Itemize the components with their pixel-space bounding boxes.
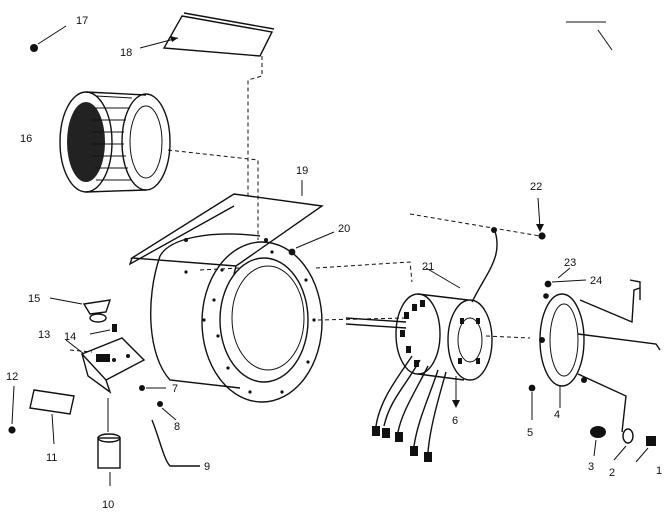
clip-and-washer — [543, 267, 587, 299]
bracket-screw — [89, 324, 117, 335]
housing-screw — [288, 231, 335, 256]
part-number-24: 24 — [590, 275, 602, 287]
strap-and-screws — [139, 385, 200, 467]
plate-screw — [8, 385, 16, 434]
part-number-7: 7 — [172, 383, 178, 395]
blower-motor — [345, 227, 498, 462]
part-number-2: 2 — [609, 467, 615, 479]
access-plate — [29, 389, 75, 445]
part-number-18: 18 — [120, 47, 132, 59]
blower-wheel — [59, 91, 171, 193]
motor-mount-ring — [539, 279, 661, 433]
capacitor-bracket — [65, 337, 146, 394]
mount-screw — [528, 384, 536, 420]
part-number-12: 12 — [6, 371, 18, 383]
part-number-6: 6 — [452, 415, 458, 427]
blower-housing — [149, 180, 323, 403]
part-number-8: 8 — [174, 421, 180, 433]
capacitor — [97, 398, 121, 486]
part-number-16: 16 — [20, 133, 32, 145]
part-number-21: 21 — [422, 261, 434, 273]
part-number-22: 22 — [530, 181, 542, 193]
part-number-5: 5 — [527, 427, 533, 439]
part-number-labels: 1 2 3 4 5 6 7 8 9 10 11 12 13 14 15 16 1… — [6, 15, 662, 511]
part-number-11: 11 — [46, 452, 57, 464]
part-number-13: 13 — [38, 329, 50, 341]
part-number-20: 20 — [338, 223, 350, 235]
alignment-lines — [69, 56, 541, 353]
cutoff-plate — [139, 12, 275, 57]
set-screw — [30, 25, 67, 52]
part-number-14: 14 — [64, 331, 76, 343]
part-number-10: 10 — [102, 499, 114, 511]
relay-plug — [49, 297, 112, 323]
motor-mount-screw — [536, 197, 546, 240]
corner-marks — [566, 21, 613, 51]
part-number-15: 15 — [28, 293, 40, 305]
part-number-17: 17 — [76, 15, 88, 27]
leg-fasteners — [590, 426, 656, 463]
part-number-9: 9 — [204, 461, 210, 473]
motor-leader — [452, 376, 460, 408]
part-number-23: 23 — [564, 257, 576, 269]
part-number-19: 19 — [296, 165, 308, 177]
part-number-4: 4 — [554, 409, 560, 421]
part-number-3: 3 — [588, 461, 594, 473]
part-number-1: 1 — [656, 465, 662, 477]
